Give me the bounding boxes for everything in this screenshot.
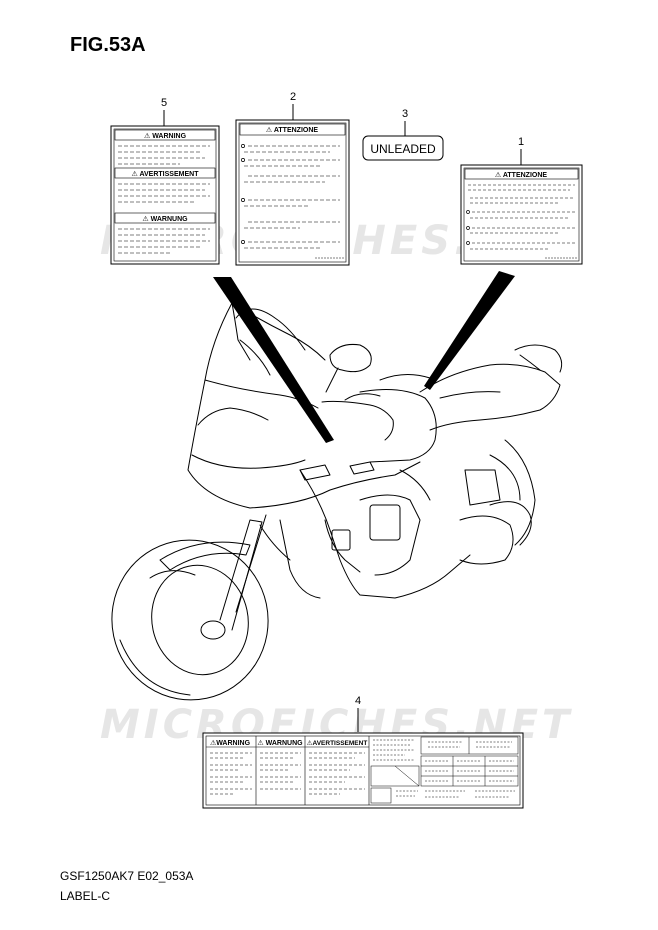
pointer-wedge-right — [424, 271, 515, 390]
callout-3: 3 — [402, 108, 408, 136]
callout-1: 1 — [518, 136, 524, 165]
label-4-heading-avertissement: ⚠AVERTISSEMENT — [307, 740, 368, 747]
callout-4: 4 — [355, 695, 361, 732]
label-2-attenzione: ⚠ ATTENZIONE — [235, 119, 350, 266]
label-5-heading-avertissement: ⚠ AVERTISSEMENT — [132, 170, 200, 178]
label-4-multilingual-warning: ⚠WARNING ⚠ WARNUNG ⚠AVERTISSEMENT — [202, 732, 524, 809]
callout-number: 2 — [290, 91, 296, 103]
label-3-unleaded: UNLEADED — [362, 135, 444, 161]
callout-2: 2 — [290, 91, 296, 120]
section-name: LABEL-C — [60, 889, 111, 903]
model-code: GSF1250AK7 E02_053A — [60, 869, 194, 883]
label-5-heading-warning: ⚠ WARNING — [144, 132, 187, 140]
label-1-attenzione: ⚠ ATTENZIONE — [460, 164, 583, 265]
label-4-heading-warnung: ⚠ WARNUNG — [257, 739, 303, 747]
callout-number: 1 — [518, 136, 524, 148]
label-5-warning: ⚠ WARNING ⚠ AVERTISSEMENT ⚠ WARNUNG — [110, 125, 220, 265]
figure-title: FIG.53A — [70, 34, 146, 56]
label-3-text: UNLEADED — [370, 142, 436, 156]
label-4-heading-warning: ⚠WARNING — [210, 739, 251, 747]
pointer-wedge-left — [213, 277, 334, 443]
label-2-heading: ⚠ ATTENZIONE — [266, 126, 318, 134]
callout-number: 4 — [355, 695, 361, 707]
motorcycle-illustration — [111, 302, 563, 701]
callout-number: 5 — [161, 97, 167, 109]
label-5-heading-warnung: ⚠ WARNUNG — [142, 215, 188, 223]
callout-5: 5 — [161, 97, 167, 126]
label-1-heading: ⚠ ATTENZIONE — [495, 171, 547, 179]
callout-number: 3 — [402, 108, 408, 120]
